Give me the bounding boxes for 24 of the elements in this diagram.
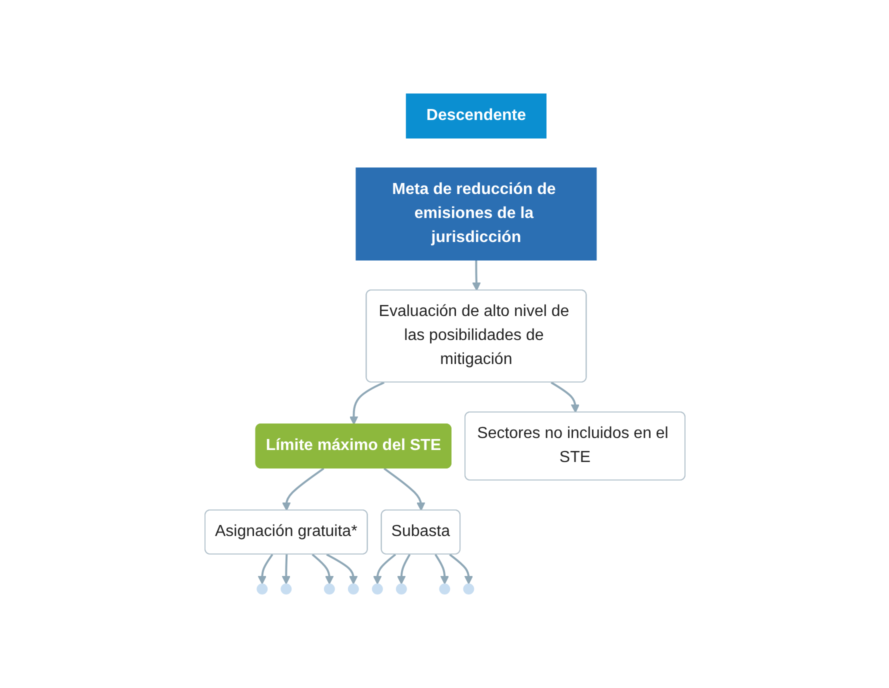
arrow bbox=[281, 554, 290, 584]
node-circle bbox=[371, 583, 382, 594]
arrow bbox=[396, 554, 410, 584]
arrow bbox=[282, 468, 324, 511]
arrow bbox=[448, 554, 473, 584]
arrow bbox=[311, 554, 334, 584]
arrow bbox=[257, 554, 273, 584]
node-circle bbox=[256, 583, 268, 594]
node-box: Meta de reducción de emisiones de la jurisdicción bbox=[355, 168, 596, 260]
arrow bbox=[434, 554, 449, 584]
node-circle bbox=[395, 583, 406, 594]
arrow bbox=[383, 468, 425, 511]
arrow bbox=[348, 382, 384, 425]
node-circle bbox=[280, 583, 292, 594]
node-circle bbox=[347, 583, 358, 594]
node-box: Descendente bbox=[405, 94, 546, 138]
arrow bbox=[472, 260, 480, 291]
arrow bbox=[372, 554, 396, 584]
arrow bbox=[550, 382, 580, 413]
node-circle bbox=[323, 583, 334, 594]
node-circle bbox=[438, 583, 450, 594]
arrow bbox=[326, 554, 358, 584]
node-text: Sectores no incluidos en el STE bbox=[476, 424, 668, 466]
node-circle bbox=[462, 583, 474, 594]
